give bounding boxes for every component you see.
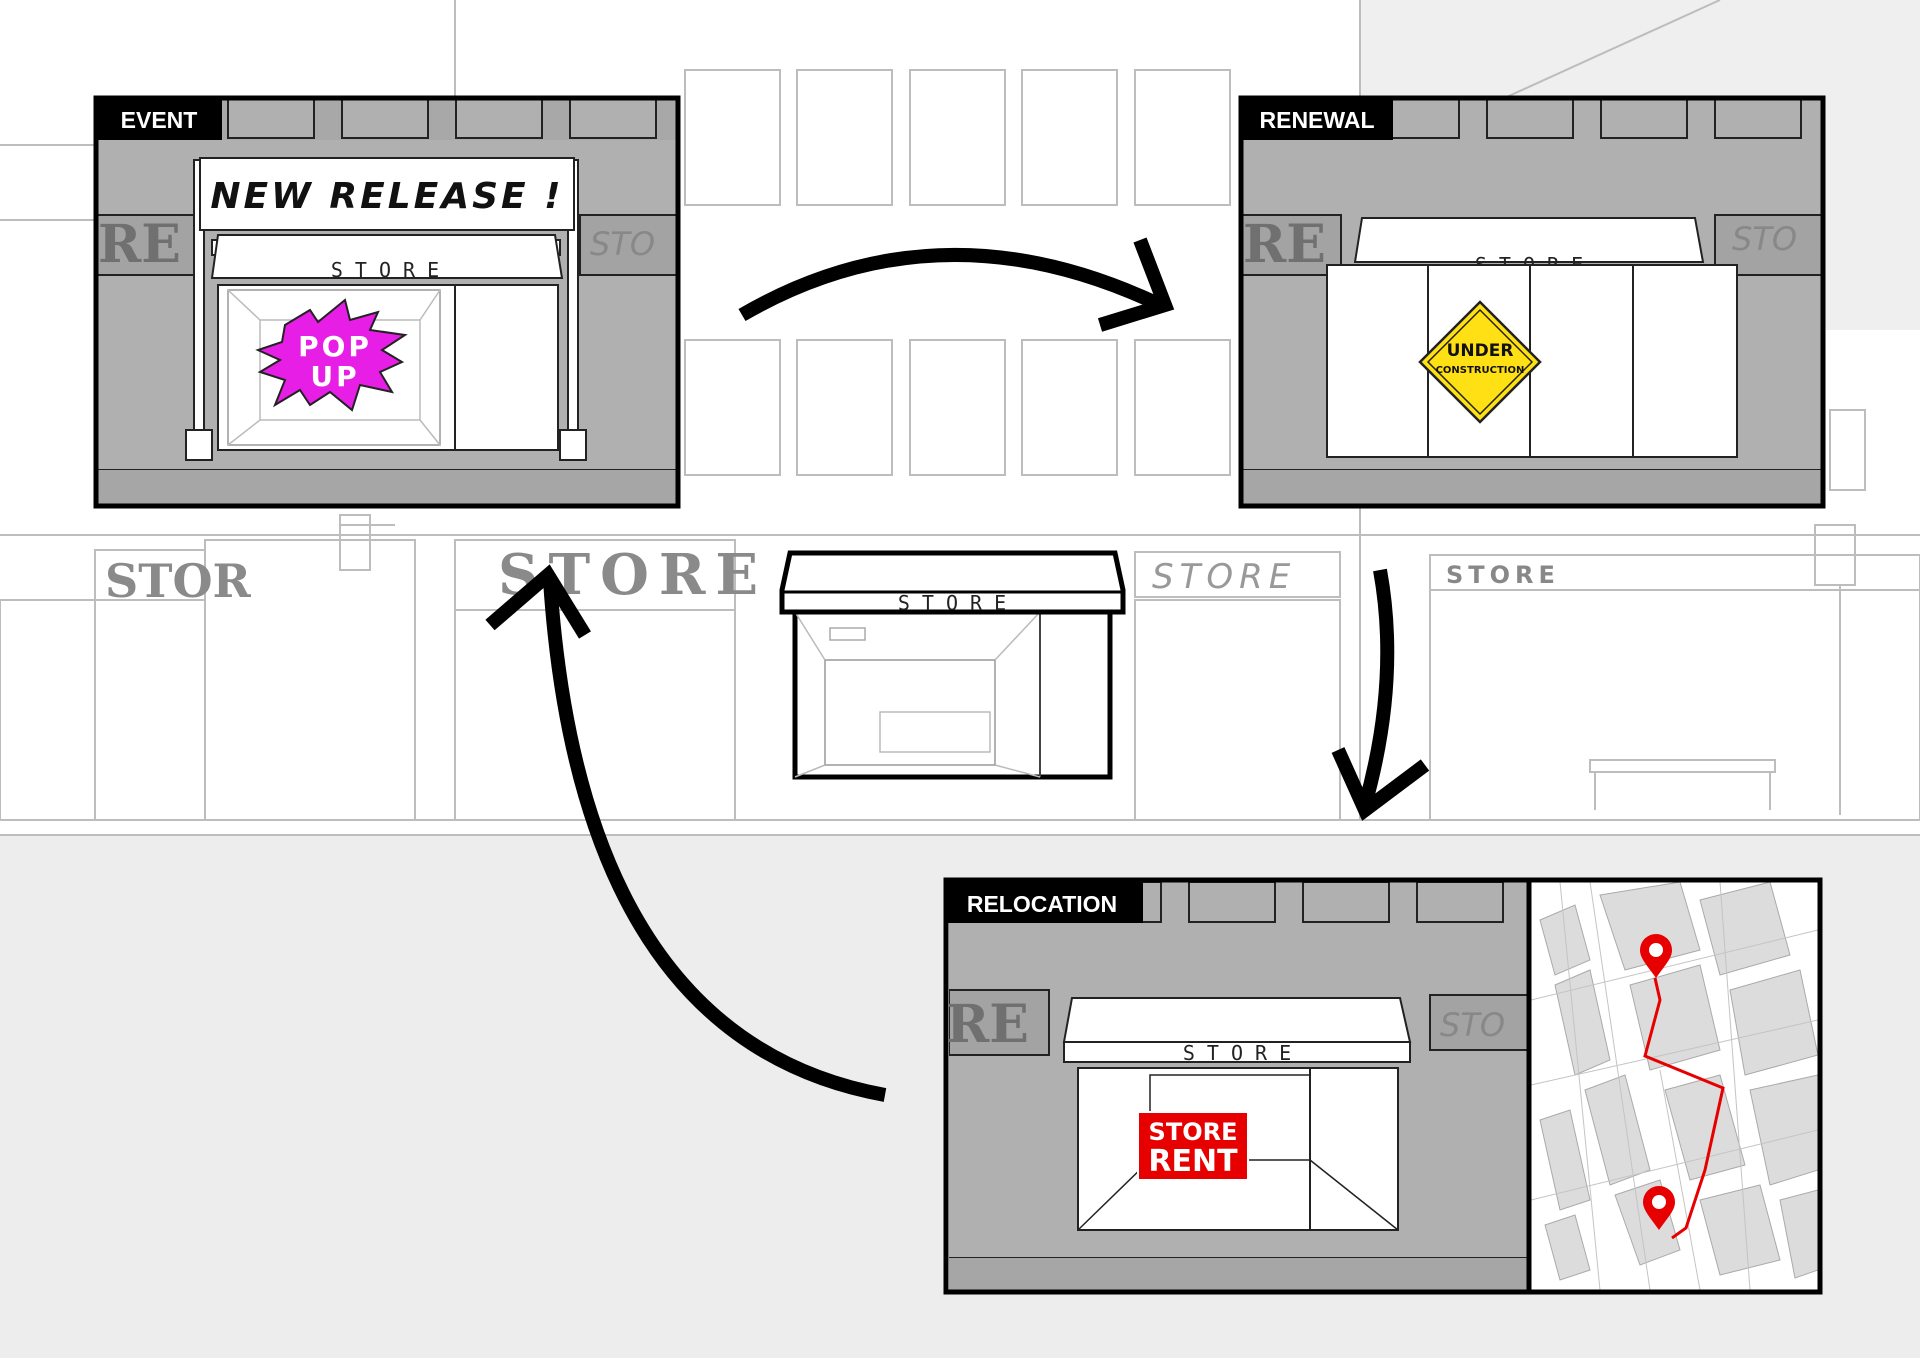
construction-sign: [1418, 300, 1542, 424]
renewal-tag: [1241, 98, 1393, 140]
event-banner: [199, 157, 575, 231]
construction-text-line1: UNDER: [1447, 341, 1514, 361]
relocation-map: [1531, 882, 1818, 1290]
street-sign-right: STORE: [1152, 557, 1296, 597]
center-awning-text: S T O R E: [898, 591, 1006, 615]
renewal-tag-label: RENEWAL: [1260, 107, 1375, 133]
rent-text-line1: STORE: [1149, 1118, 1238, 1146]
origin-pin-icon: [1640, 934, 1672, 978]
relocation-panel: RE STO S T O R E STORE RENT: [943, 877, 1823, 1295]
relocation-awning-text: S T O R E: [1183, 1041, 1291, 1065]
arrow-event-to-renewal: [738, 237, 1175, 332]
renewal-neighbor-sign-right: STO: [1732, 220, 1797, 258]
event-neighbor-sign: RE: [98, 214, 181, 275]
center-store: S T O R E: [779, 550, 1126, 780]
street-sign-left: STOR: [105, 554, 252, 608]
rent-sign: [1137, 1111, 1249, 1181]
popup-text-line1: POP: [298, 330, 372, 363]
relocation-route: [1643, 977, 1725, 1240]
event-awning-text: S T O R E: [331, 258, 439, 282]
cycle-arrows: [485, 237, 1430, 1102]
popup-burst: [255, 298, 408, 412]
popup-text-line2: UP: [310, 360, 359, 393]
destination-pin-icon: [1643, 1186, 1675, 1230]
arrow-renewal-to-relocation: [1331, 568, 1430, 821]
relocation-tag: [947, 881, 1143, 923]
rent-text-line2: RENT: [1148, 1144, 1238, 1179]
event-banner-text: NEW RELEASE !: [210, 176, 563, 217]
arrow-relocation-to-event: [485, 564, 887, 1102]
construction-text-line2: CONSTRUCTION: [1436, 365, 1525, 376]
relocation-neighbor-sign: RE: [946, 994, 1029, 1055]
renewal-neighbor-sign: RE: [1243, 214, 1326, 275]
event-tag-label: EVENT: [121, 107, 198, 133]
relocation-neighbor-sign-right: STO: [1440, 1006, 1505, 1044]
street-sign-far-right: STORE: [1446, 561, 1560, 589]
relocation-tag-label: RELOCATION: [967, 891, 1117, 917]
event-tag: [96, 98, 222, 140]
event-panel: RE STO S T O R E NEW RELEASE !: [93, 95, 681, 509]
renewal-panel: RE STO S T O R E UNDER CONSTRUCTION RENE…: [1238, 95, 1826, 509]
event-neighbor-sign-right: STO: [590, 225, 655, 263]
